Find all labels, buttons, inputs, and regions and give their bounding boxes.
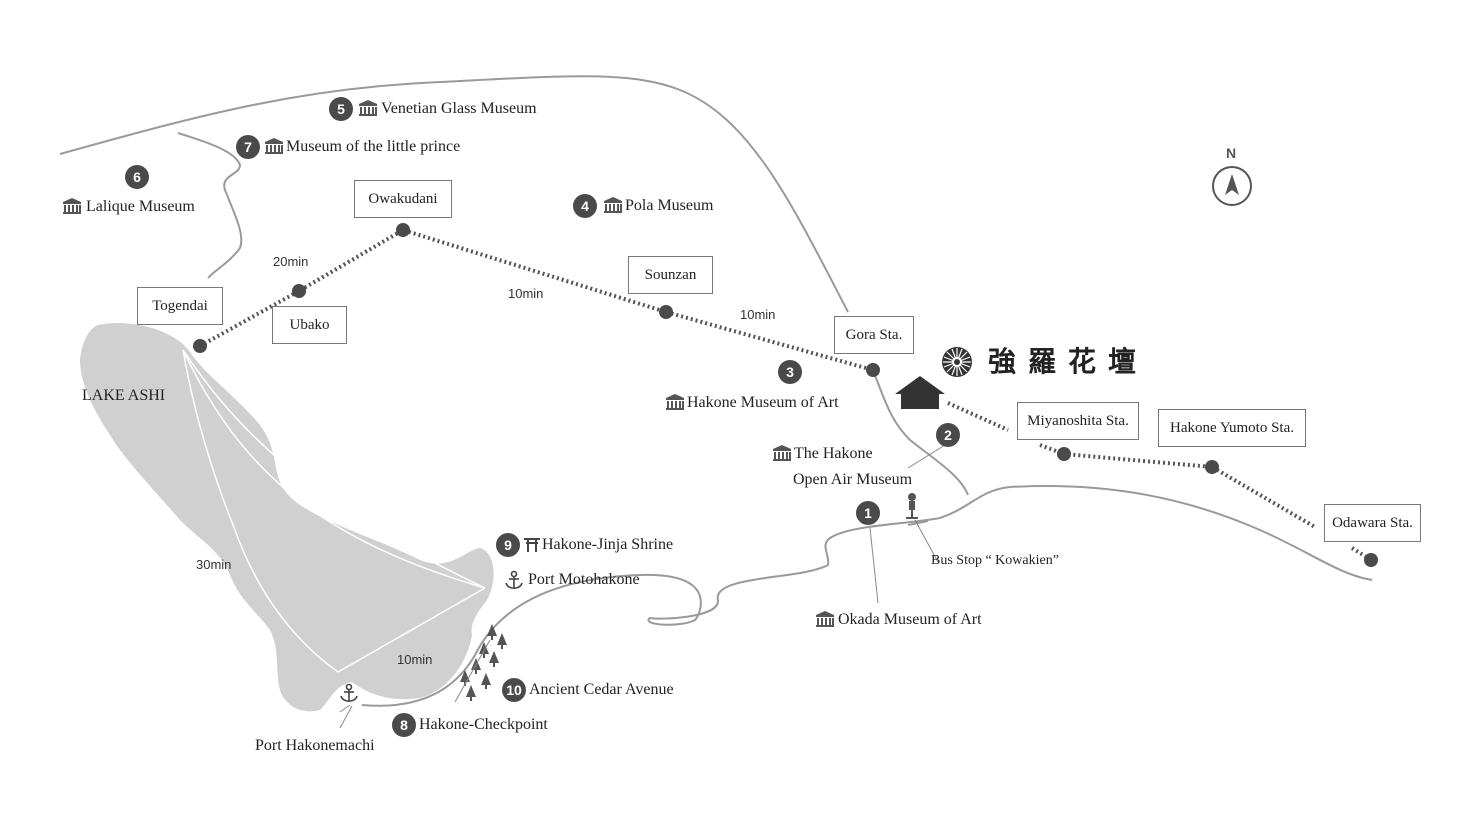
museum-icon-venetian [359, 100, 377, 116]
port-hakonemachi-label[interactable]: Port Hakonemachi [255, 737, 375, 754]
station-ubako[interactable]: Ubako [272, 306, 347, 344]
bus-stop-kowakien-label[interactable]: Bus Stop “ Kowakien” [931, 553, 1059, 568]
port-motohakone-label[interactable]: Port Motohakone [528, 571, 640, 588]
spot-label-ancient-cedar-avenue[interactable]: Ancient Cedar Avenue [529, 681, 674, 698]
station-miyanoshita[interactable]: Miyanoshita Sta. [1017, 402, 1139, 440]
north-label: N [1226, 145, 1237, 161]
roads [59, 75, 1373, 707]
spot-label-venetian-glass-museum[interactable]: Venetian Glass Museum [381, 100, 537, 117]
spot-label-lalique-museum[interactable]: Lalique Museum [86, 198, 195, 215]
station-togendai[interactable]: Togendai [137, 287, 223, 325]
station-owakudani[interactable]: Owakudani [354, 180, 452, 218]
time-label-20min: 20min [273, 254, 309, 269]
museum-icon-hakone-art [666, 394, 684, 410]
museum-icon-pola [604, 197, 622, 213]
hotel-house-icon [895, 376, 945, 409]
spot-badge-3[interactable]: 3 [778, 360, 802, 384]
spot-label-little-prince-museum[interactable]: Museum of the little prince [286, 138, 461, 155]
time-label-10min-lake: 10min [397, 652, 433, 667]
bus-stop-icon [906, 493, 918, 519]
spot-label-pola-museum[interactable]: Pola Museum [625, 197, 714, 214]
odawara-dot [1364, 553, 1378, 567]
lake-ferry-routes [182, 349, 486, 673]
spot-label-hakone-jinja-shrine[interactable]: Hakone-Jinja Shrine [542, 536, 674, 553]
spot-badge-4[interactable]: 4 [573, 194, 597, 218]
lake-ashi-shape [80, 323, 494, 712]
museum-icon-little-prince [265, 138, 283, 154]
spot-badge-7[interactable]: 7 [236, 135, 260, 159]
spot-label-open-air-museum-1[interactable]: The Hakone [794, 445, 873, 462]
spot-badge-2[interactable]: 2 [936, 423, 960, 447]
spot-label-hakone-museum-of-art[interactable]: Hakone Museum of Art [687, 394, 839, 411]
anchor-icon-motohakone [505, 570, 523, 590]
sounzan-dot [659, 305, 673, 319]
time-label-10min-sounzan: 10min [740, 307, 776, 322]
spot-label-open-air-museum-2[interactable]: Open Air Museum [793, 471, 913, 488]
station-gora[interactable]: Gora Sta. [834, 316, 914, 354]
time-label-30min: 30min [196, 557, 232, 572]
railway-lines [199, 227, 1373, 562]
gora-dot [866, 363, 880, 377]
spot-badge-10[interactable]: 10 [502, 678, 526, 702]
spot-badge-5[interactable]: 5 [329, 97, 353, 121]
cedar-trees-icon [454, 624, 507, 703]
spot-label-okada-museum[interactable]: Okada Museum of Art [838, 611, 982, 628]
time-label-10min-owakudani: 10min [508, 286, 544, 301]
spot-badge-1[interactable]: 1 [856, 501, 880, 525]
station-sounzan[interactable]: Sounzan [628, 256, 713, 294]
compass-icon [1212, 166, 1252, 206]
museum-icon-lalique [63, 198, 81, 214]
spot-label-hakone-checkpoint[interactable]: Hakone-Checkpoint [419, 716, 548, 733]
chrysanthemum-crest-icon [942, 347, 972, 377]
miyanoshita-dot [1057, 447, 1071, 461]
yumoto-dot [1205, 460, 1219, 474]
ubako-dot [292, 284, 306, 298]
anchor-icon-hakonemachi [340, 683, 358, 703]
spot-badge-8[interactable]: 8 [392, 713, 416, 737]
station-hakone-yumoto[interactable]: Hakone Yumoto Sta. [1158, 409, 1306, 447]
spot-badge-9[interactable]: 9 [496, 533, 520, 557]
torii-icon [524, 538, 540, 552]
museum-icon-open-air [773, 445, 791, 461]
spot-badge-6[interactable]: 6 [125, 165, 149, 189]
leader-lines [339, 444, 946, 729]
togendai-dot [193, 339, 207, 353]
station-odawara[interactable]: Odawara Sta. [1324, 504, 1421, 542]
museum-icon-okada [816, 611, 834, 627]
lake-ashi-label: LAKE ASHI [82, 387, 166, 404]
owakudani-dot [396, 223, 410, 237]
station-dots [193, 223, 1378, 567]
hotel-brand-logo: 強羅花壇 [988, 345, 1149, 378]
